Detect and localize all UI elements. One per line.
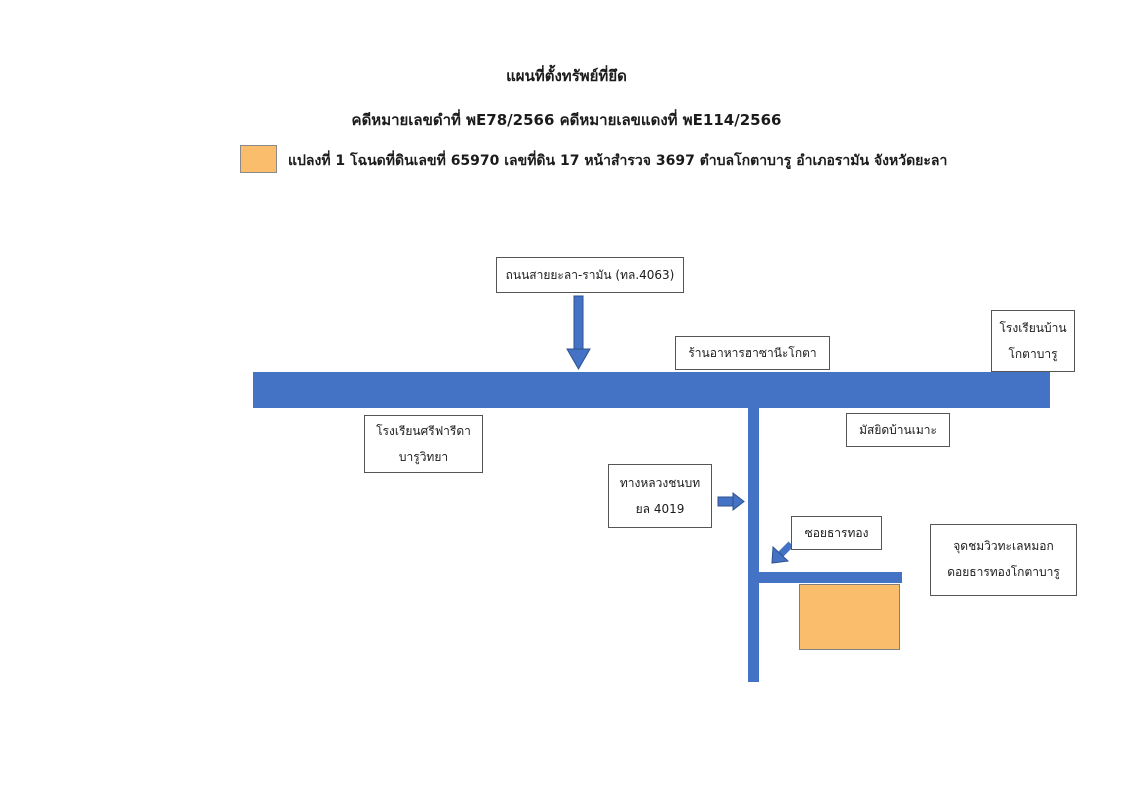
restaurant-label-box: ร้านอาหารฮาซานีะโกตา — [675, 336, 830, 370]
land-parcel-1 — [799, 584, 900, 650]
mosque-label-box: มัสยิดบ้านเมาะ — [846, 413, 950, 447]
legend-swatch — [240, 145, 277, 173]
school-sri-label-box: โรงเรียนศรีฟารีดา บารูวิทยา — [364, 415, 483, 473]
rural-road-label-line2: ยล 4019 — [635, 502, 685, 516]
viewpoint-label-line1: จุดชมวิวทะเลหมอก — [953, 539, 1054, 553]
school-kota-label-line2: โกตาบารู — [1008, 347, 1058, 361]
mosque-label: มัสยิดบ้านเมาะ — [859, 423, 937, 437]
school-kota-label-line1: โรงเรียนบ้าน — [999, 321, 1067, 335]
viewpoint-label-box: จุดชมวิวทะเลหมอก ดอยธารทองโกตาบารู — [930, 524, 1077, 596]
rural-road-right-arrow — [717, 491, 745, 512]
highway-down-arrow — [566, 295, 591, 371]
viewpoint-label-line2: ดอยธารทองโกตาบารู — [947, 565, 1060, 579]
soi-label: ซอยธารทอง — [804, 526, 869, 540]
school-sri-label-line2: บารูวิทยา — [398, 450, 449, 464]
rural-road-label-line1: ทางหลวงชนบท — [619, 476, 701, 490]
soi-branch-road — [757, 572, 902, 583]
rural-road-label-box: ทางหลวงชนบท ยล 4019 — [608, 464, 712, 528]
soi-label-box: ซอยธารทอง — [791, 516, 882, 550]
school-sri-label-line1: โรงเรียนศรีฟารีดา — [376, 424, 471, 438]
rural-road-vertical — [748, 406, 759, 682]
highway-label: ถนนสายยะลา-รามัน (ทล.4063) — [505, 268, 675, 282]
soi-diagonal-arrow — [771, 541, 794, 564]
restaurant-label: ร้านอาหารฮาซานีะโกตา — [688, 346, 817, 360]
case-numbers: คดีหมายเลขดำที่ พE78/2566 คดีหมายเลขแดงท… — [351, 111, 782, 129]
legend-text: แปลงที่ 1 โฉนดที่ดินเลขที่ 65970 เลขที่ด… — [288, 153, 948, 169]
highway-label-box: ถนนสายยะลา-รามัน (ทล.4063) — [496, 257, 684, 293]
main-highway-road — [253, 372, 1050, 408]
map-title: แผนที่ตั้งทรัพย์ที่ยึด — [506, 67, 627, 85]
school-kota-label-box: โรงเรียนบ้าน โกตาบารู — [991, 310, 1075, 372]
